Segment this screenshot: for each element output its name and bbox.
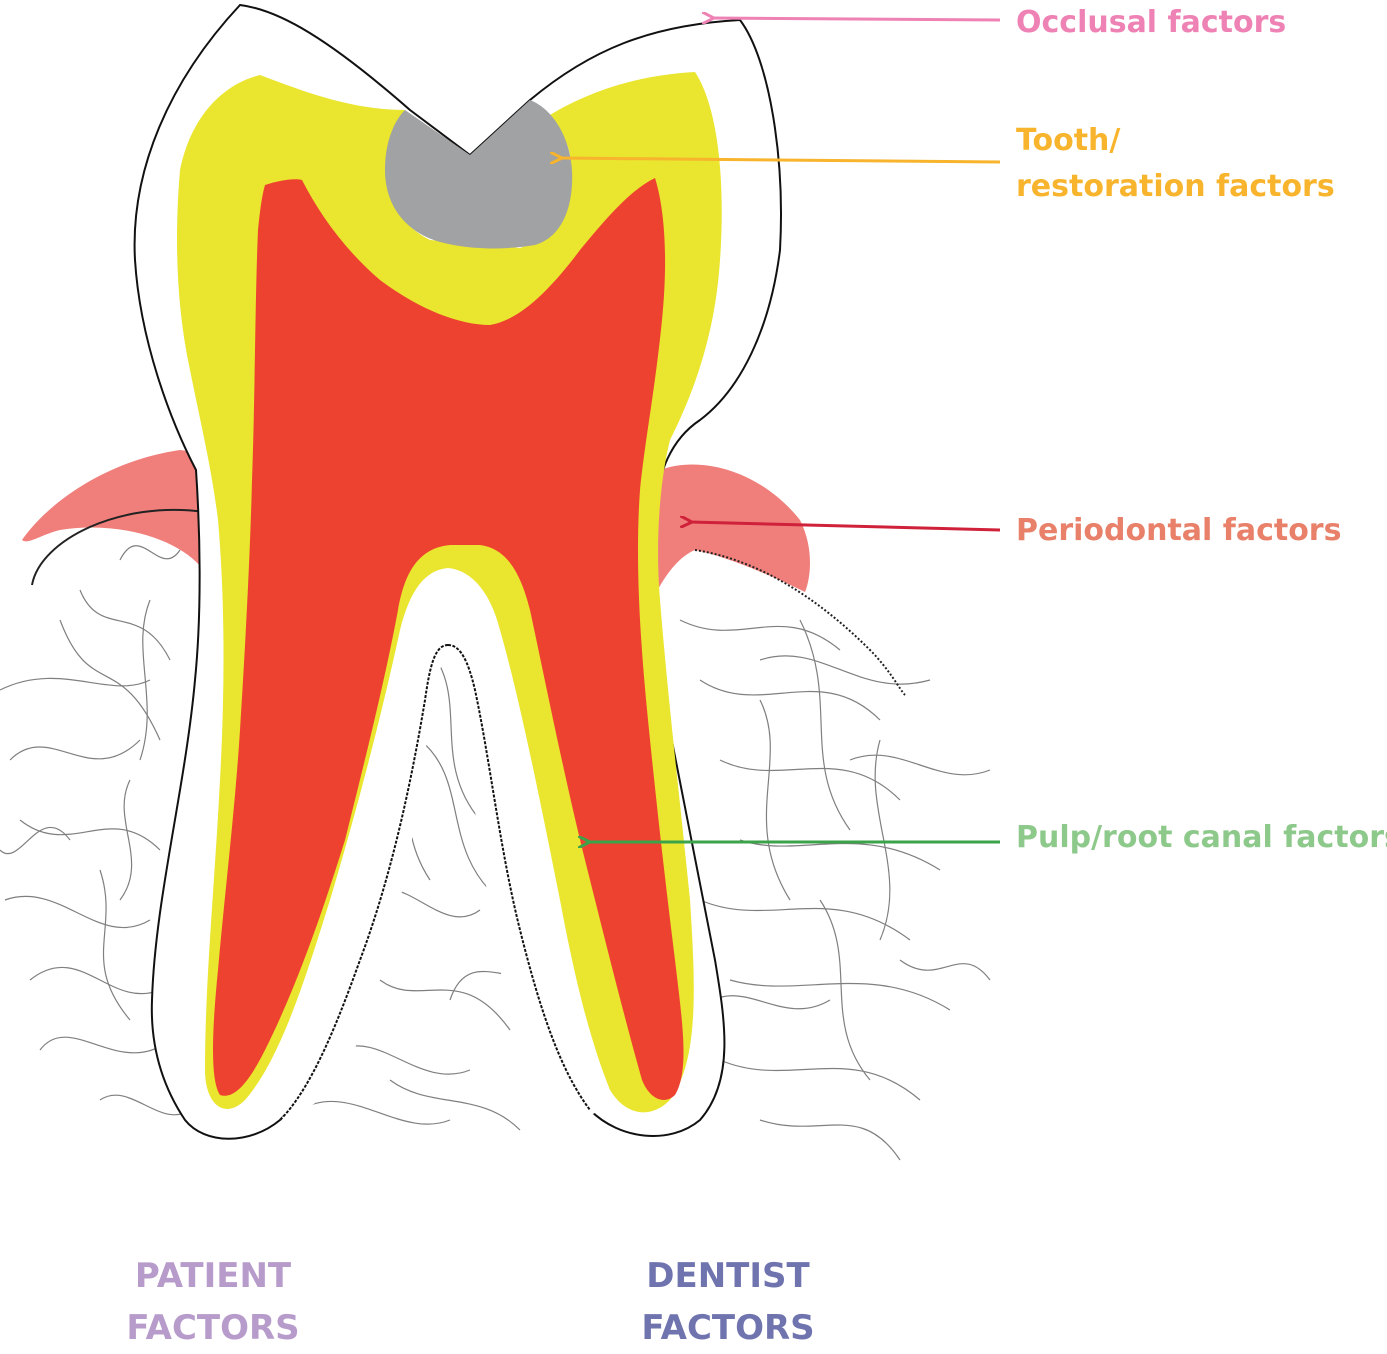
inter-root-outline-left [279,644,449,1121]
inter-root-space [280,605,600,1120]
pulp-root-canal-factors-label: Pulp/root canal factors [1016,815,1387,861]
patient-factors-line1: PATIENT [134,1256,292,1296]
bone-crest-left [31,508,206,586]
gingiva-left [22,450,214,580]
periodontal-factors-text: Periodontal factors [1016,513,1342,548]
occlusal-arrow [712,18,1001,20]
dentist-factors-line2: FACTORS [641,1308,815,1348]
bone-crest-right [694,549,906,696]
pulp-chamber [213,178,684,1100]
patient-factors-line2: FACTORS [126,1308,300,1348]
pulp-root-canal-factors-text: Pulp/root canal factors [1016,820,1387,855]
periodontal-factors-label: Periodontal factors [1016,508,1341,554]
tooth-restoration-factors-label: Tooth/ restoration factors [1016,118,1335,210]
gingiva-right [636,464,810,632]
occlusal-factors-label: Occlusal factors [1016,0,1286,46]
patient-factors-label: PATIENT FACTORS [63,1250,363,1354]
dentist-factors-line1: DENTIST [646,1256,810,1296]
tooth-restoration-arrow [560,158,1001,162]
restoration [385,100,573,249]
alveolar-bone-fibers [0,545,991,1161]
periodontal-arrow [690,522,1001,532]
tooth-restoration-line1: Tooth/ [1016,123,1121,158]
tooth-restoration-line2: restoration factors [1016,169,1335,204]
occlusal-factors-text: Occlusal factors [1016,5,1287,40]
dentist-factors-label: DENTIST FACTORS [578,1250,878,1354]
inter-root-outline [447,644,591,1111]
